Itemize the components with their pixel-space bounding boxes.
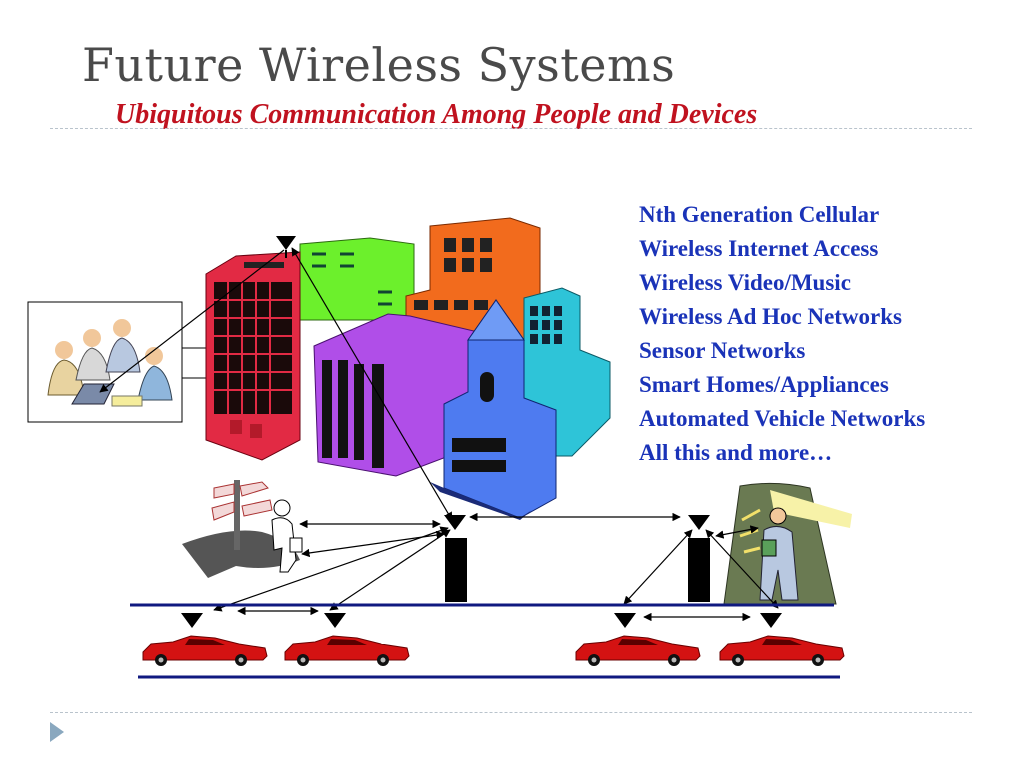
slide-title: Future Wireless Systems — [82, 38, 676, 92]
sports-car-icon — [284, 635, 410, 667]
pedestrian-signpost-image — [182, 480, 303, 578]
sports-car-icon — [142, 635, 268, 667]
base-station-right — [688, 515, 710, 602]
car-antenna-icon — [760, 613, 782, 628]
red-building — [205, 251, 301, 461]
triangle-right-icon[interactable] — [50, 722, 64, 742]
rooftop-antenna-icon — [276, 236, 296, 258]
person-in-tunnel-image — [723, 482, 852, 605]
slide-subtitle: Ubiquitous Communication Among People an… — [115, 99, 758, 130]
list-item: Smart Homes/Appliances — [639, 372, 889, 397]
car-antenna-icon — [324, 613, 346, 628]
list-item: Automated Vehicle Networks — [639, 406, 926, 431]
blue-church-building — [430, 299, 557, 520]
list-item: Sensor Networks — [639, 338, 806, 363]
green-building — [299, 237, 415, 321]
car-antenna-icon — [614, 613, 636, 628]
list-item: Wireless Internet Access — [639, 236, 879, 261]
list-item: Wireless Video/Music — [639, 270, 851, 295]
list-item: All this and more… — [639, 440, 833, 465]
people-laptop-image — [27, 301, 183, 423]
list-item: Wireless Ad Hoc Networks — [639, 304, 902, 329]
list-item: Nth Generation Cellular — [639, 202, 880, 227]
applications-list: Nth Generation Cellular Wireless Interne… — [639, 198, 925, 470]
sports-car-icon — [719, 635, 845, 667]
divider-bottom — [50, 712, 972, 713]
car-antenna-icon — [181, 613, 203, 628]
sports-car-icon — [575, 635, 701, 667]
divider-top — [50, 128, 972, 129]
